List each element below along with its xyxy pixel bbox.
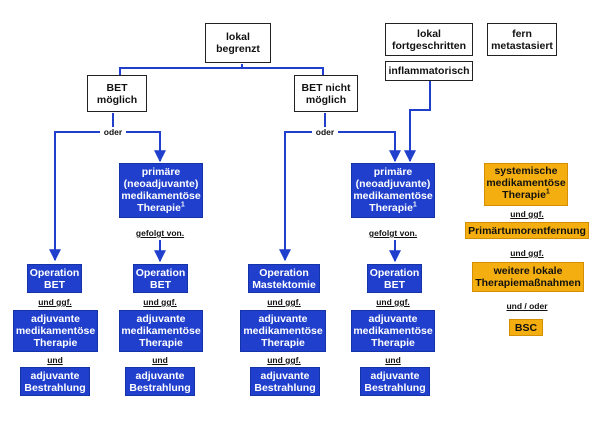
box-bet-moeglich: BET möglich: [87, 75, 147, 112]
label-oder-1: oder: [103, 127, 123, 137]
box-col5-systemisch: systemische medikamentöse Therapie1: [484, 163, 568, 206]
label-col4-gefolgt: gefolgt von.: [368, 228, 418, 238]
box-col4-primaer: primäre (neoadjuvante) medikamentöse The…: [351, 163, 435, 218]
col4-sup: 1: [412, 201, 417, 209]
col2-sup: 1: [180, 201, 185, 209]
line-oder1-left: [49, 131, 100, 262]
label-col1-und: und: [47, 355, 63, 365]
line-inflamm: [404, 81, 431, 163]
box-col2-primaer: primäre (neoadjuvante) medikamentöse The…: [119, 163, 203, 218]
box-lokal-fortgeschritten: lokal fortgeschritten: [385, 23, 473, 56]
box-col5-bsc: BSC: [509, 319, 543, 336]
col4-primaer-text: primäre (neoadjuvante) medikamentöse The…: [353, 166, 433, 214]
box-col4-operation: Operation BET: [367, 264, 422, 293]
box-col2-operation: Operation BET: [133, 264, 188, 293]
col5-systemisch-text: systemische medikamentöse Therapie: [486, 165, 566, 201]
label-col1-und-ggf: und ggf.: [38, 297, 72, 307]
box-fern-metastasiert: fern metastasiert: [487, 23, 557, 56]
label-col5-und-ggf-2: und ggf.: [510, 248, 544, 258]
box-col1-adjuvant-med: adjuvante medikamentöse Therapie: [13, 310, 98, 352]
label-col3-und-ggf-1: und ggf.: [267, 297, 301, 307]
label-col5-und-ggf-1: und ggf.: [510, 209, 544, 219]
box-col5-primaertumor: Primärtumorentfernung: [465, 222, 589, 239]
box-col4-bestrahlung: adjuvante Bestrahlung: [360, 367, 430, 396]
label-col3-und-ggf-2: und ggf.: [267, 355, 301, 365]
box-col5-weitere: weitere lokale Therapiemaßnahmen: [472, 262, 584, 292]
label-col4-und-ggf: und ggf.: [376, 297, 410, 307]
col2-primaer-text: primäre (neoadjuvante) medikamentöse The…: [121, 166, 201, 214]
label-col4-und: und: [385, 355, 401, 365]
label-oder-2: oder: [315, 127, 335, 137]
box-lokal-begrenzt: lokal begrenzt: [205, 23, 271, 63]
label-col5-und-oder: und / oder: [506, 301, 548, 311]
label-col2-und: und: [152, 355, 168, 365]
line-oder2-left: [279, 131, 312, 262]
box-col3-adjuvant-med: adjuvante medikamentöse Therapie: [240, 310, 326, 352]
label-col2-und-ggf: und ggf.: [143, 297, 177, 307]
box-col1-operation: Operation BET: [27, 264, 82, 293]
line-oder1-right: [126, 131, 166, 163]
box-col1-bestrahlung: adjuvante Bestrahlung: [20, 367, 90, 396]
box-col2-bestrahlung: adjuvante Bestrahlung: [125, 367, 195, 396]
box-col4-adjuvant-med: adjuvante medikamentöse Therapie: [351, 310, 435, 352]
box-inflammatorisch: inflammatorisch: [385, 61, 473, 81]
box-col2-adjuvant-med: adjuvante medikamentöse Therapie: [119, 310, 203, 352]
box-bet-nicht-moeglich: BET nicht möglich: [294, 75, 358, 112]
box-col3-bestrahlung: adjuvante Bestrahlung: [250, 367, 320, 396]
line-oder2-right: [338, 131, 401, 163]
box-col3-operation: Operation Mastektomie: [248, 264, 320, 293]
col5-sup: 1: [545, 188, 550, 196]
label-col2-gefolgt: gefolgt von.: [135, 228, 185, 238]
